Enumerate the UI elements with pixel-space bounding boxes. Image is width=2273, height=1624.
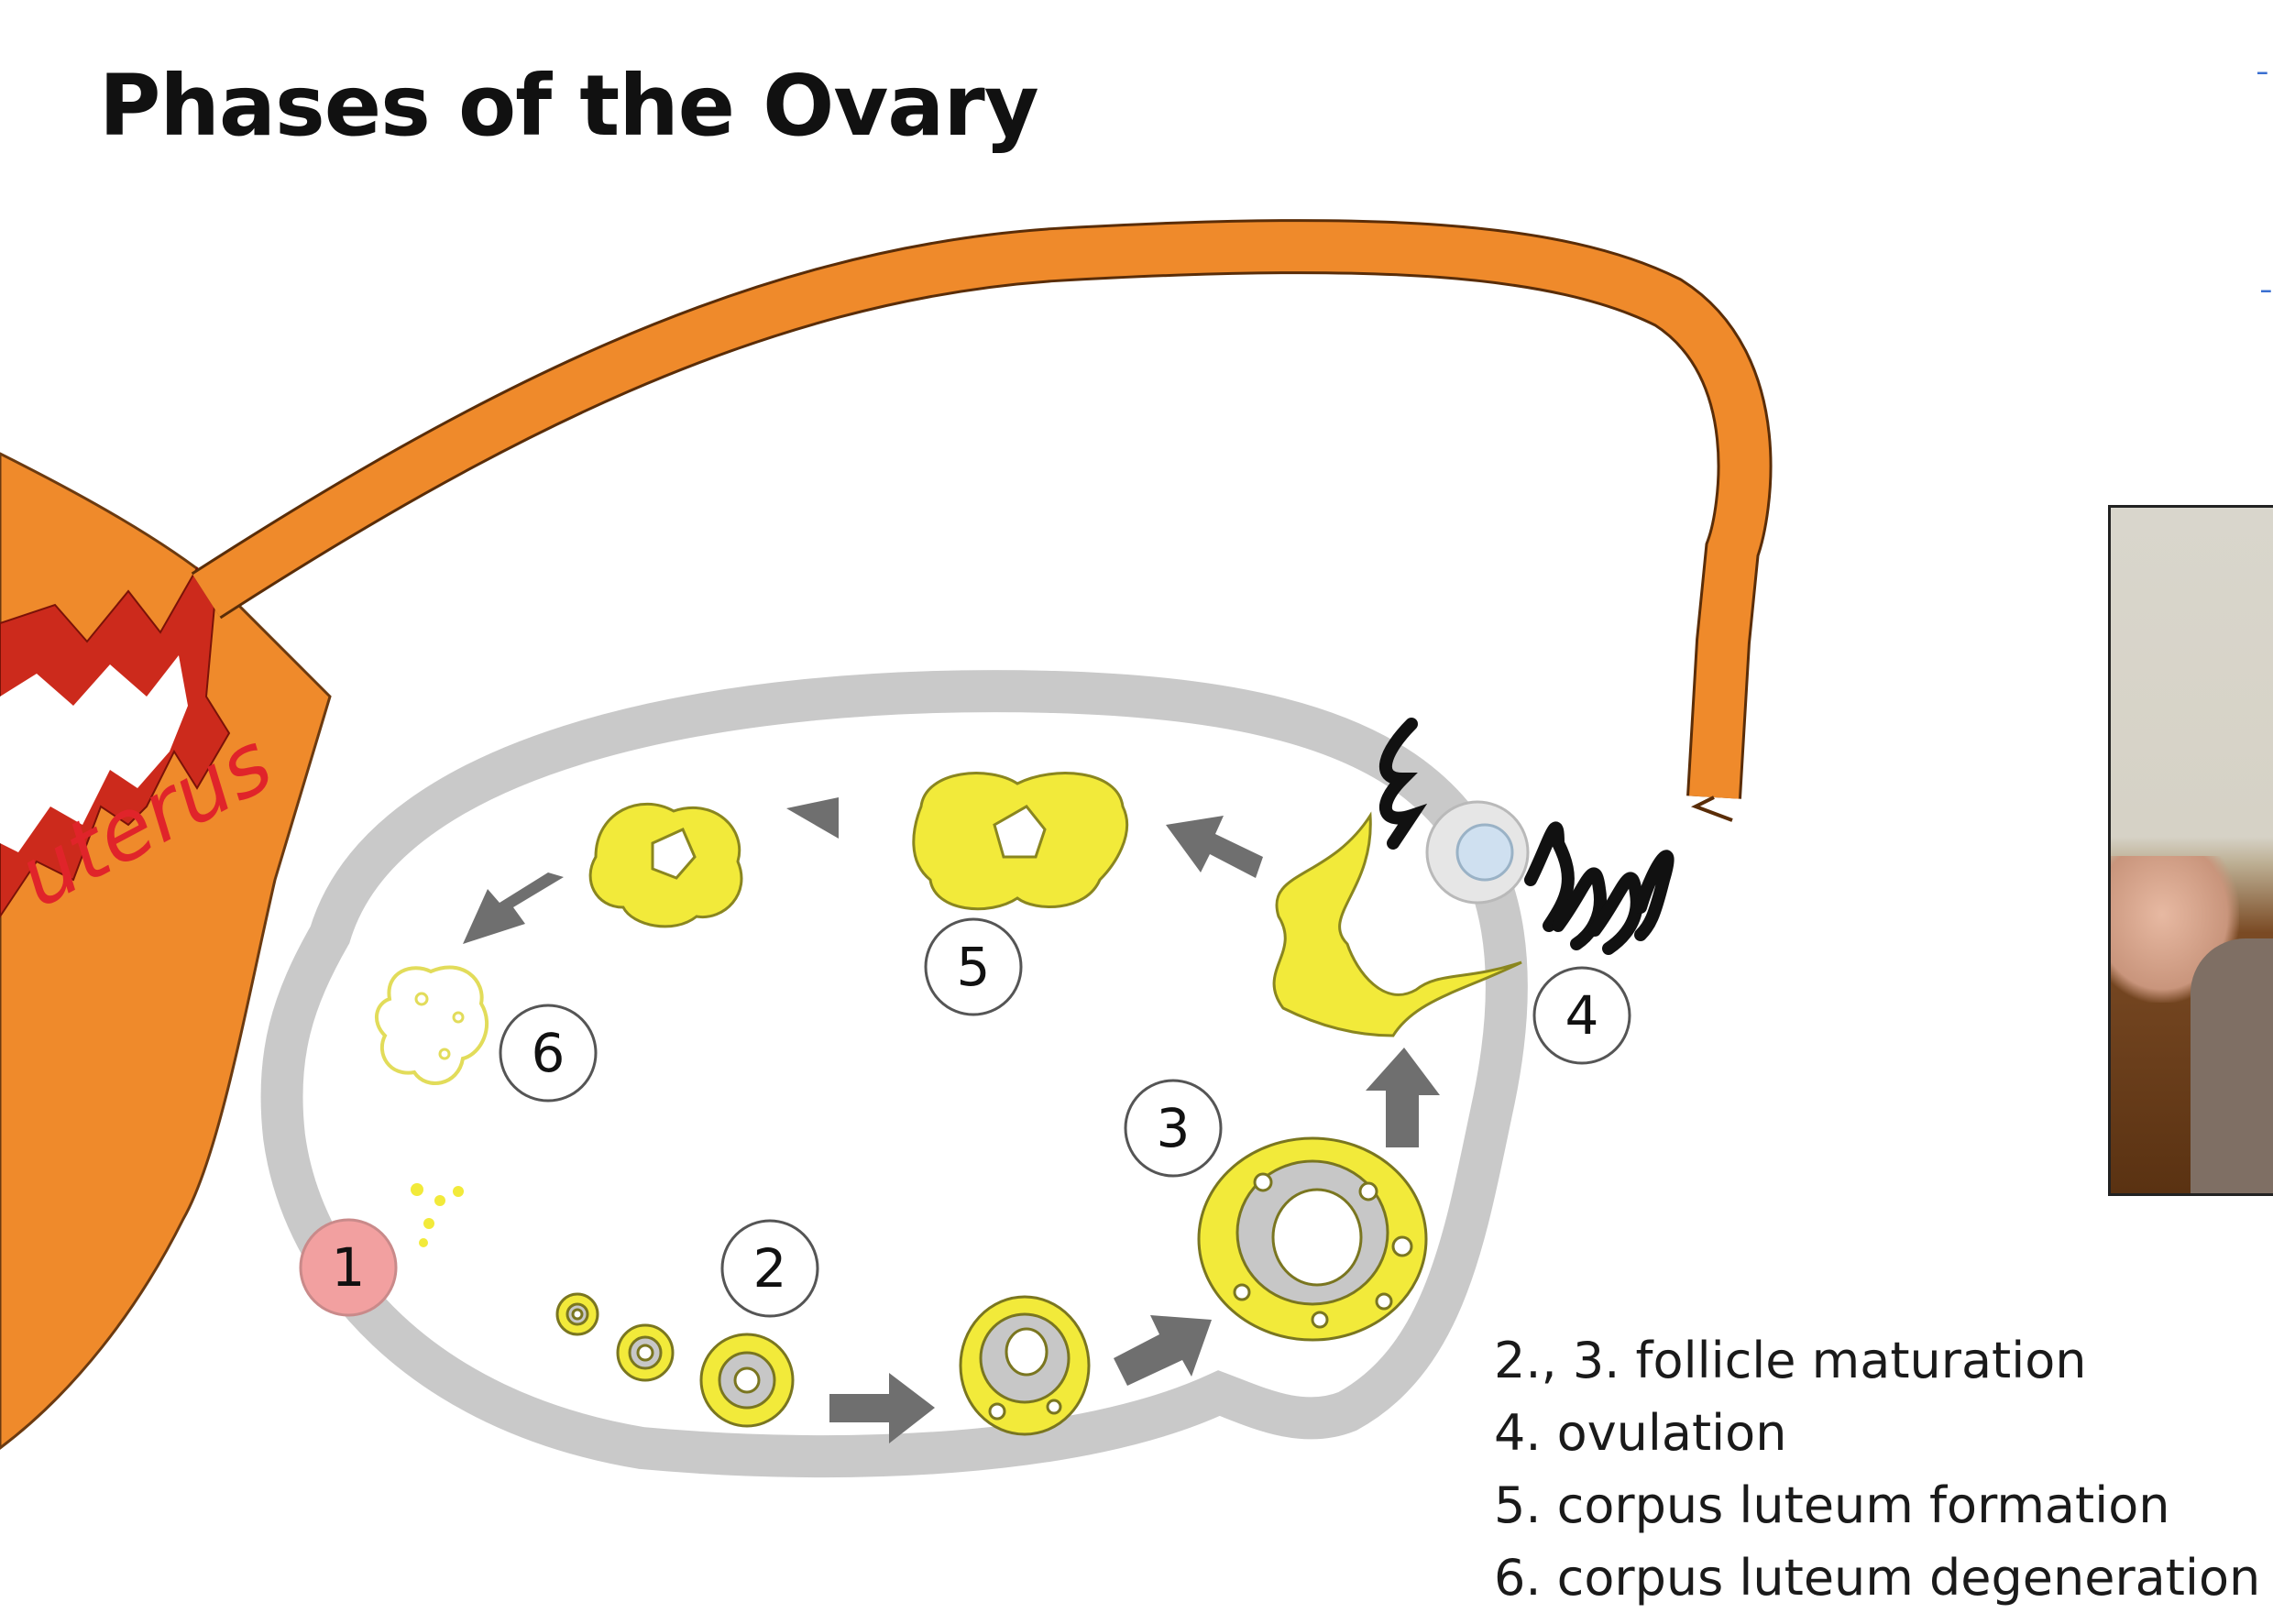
primary-follicles — [555, 1292, 795, 1428]
svg-text:5: 5 — [957, 936, 991, 998]
stage-5-marker: 5 — [924, 917, 1023, 1016]
svg-text:6: 6 — [532, 1022, 566, 1084]
presenter-body — [2191, 938, 2273, 1193]
stage-2-marker: 2 — [720, 1219, 819, 1318]
legend-item-corpus-luteum-degeneration: 6. corpus luteum degeneration — [1494, 1549, 2261, 1607]
ovary — [260, 670, 1528, 1478]
phase-legend: 2., 3. follicle maturation 4. ovulation … — [1494, 1324, 2260, 1614]
arrow-2-to-3 — [829, 1373, 935, 1443]
presenter-video-feed — [2108, 505, 2273, 1196]
fallopian-tube — [191, 219, 1773, 822]
svg-text:1: 1 — [332, 1236, 366, 1299]
stage-4-marker: 4 — [1532, 966, 1631, 1065]
corpus-luteum-large — [912, 772, 1129, 911]
uterus — [0, 452, 332, 1450]
arrow-to-4 — [1366, 1048, 1440, 1147]
stage-3-marker: 3 — [1124, 1079, 1223, 1178]
stage-labels: 1 2 3 4 5 6 — [299, 917, 1631, 1318]
tertiary-follicle — [1197, 1136, 1428, 1342]
arrow-5b-to-6 — [463, 872, 564, 944]
secondary-follicle — [959, 1295, 1091, 1436]
svg-text:4: 4 — [1565, 984, 1599, 1047]
fimbriae — [1378, 718, 1675, 955]
corpus-albicans — [375, 965, 489, 1085]
pen-mark-top: ˉ — [2257, 64, 2269, 104]
arrow-5-to-5b — [786, 797, 896, 839]
legend-item-corpus-luteum-formation: 5. corpus luteum formation — [1494, 1476, 2170, 1534]
stage-6-marker: 6 — [499, 1004, 598, 1103]
cycle-arrows — [463, 797, 1440, 1443]
svg-text:2: 2 — [753, 1237, 787, 1300]
corpus-luteum-small — [588, 802, 743, 928]
arrow-4-to-5 — [1166, 816, 1263, 878]
legend-item-follicle-maturation: 2., 3. follicle maturation — [1494, 1332, 2087, 1389]
slide-title: Phases of the Ovary — [99, 57, 1039, 155]
arrow-3-to-big — [1114, 1315, 1212, 1386]
legend-item-ovulation: 4. ovulation — [1494, 1404, 1787, 1462]
ovulation-rupture — [1272, 800, 1530, 1037]
pen-mark-middle: ˉ — [2260, 282, 2273, 323]
stage-1-marker: 1 — [299, 1218, 398, 1317]
primordial-follicles — [411, 1183, 464, 1247]
svg-text:3: 3 — [1157, 1097, 1191, 1159]
